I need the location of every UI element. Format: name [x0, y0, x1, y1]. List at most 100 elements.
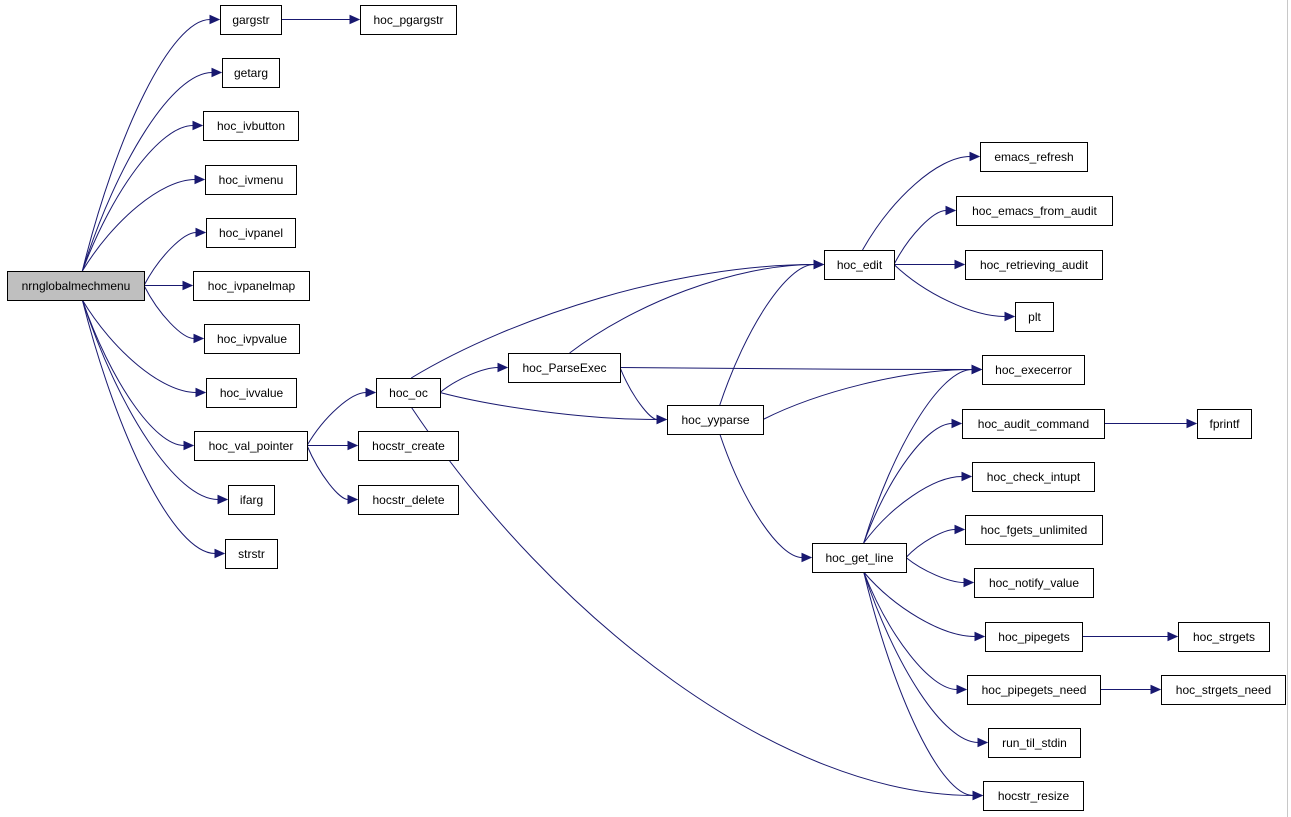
edge-arrowhead — [971, 364, 983, 375]
edge-hoc-yyparse-to-hoc-execerror — [762, 369, 973, 420]
node-fprintf[interactable]: fprintf — [1197, 409, 1252, 439]
node-hoc-val-pointer[interactable]: hoc_val_pointer — [194, 431, 308, 461]
node-box — [983, 781, 1084, 811]
edge-arrowhead — [954, 524, 966, 535]
node-hoc-ivpvalue[interactable]: hoc_ivpvalue — [204, 324, 300, 354]
node-hoc-ivvalue[interactable]: hoc_ivvalue — [206, 378, 297, 408]
edge-arrowhead — [969, 151, 981, 162]
node-label: hoc_pipegets_need — [982, 683, 1087, 697]
node-hoc-notify-value[interactable]: hoc_notify_value — [974, 568, 1094, 598]
node-box — [206, 218, 296, 248]
node-hoc-get-line[interactable]: hoc_get_line — [812, 543, 907, 573]
node-label: hoc_yyparse — [681, 413, 749, 427]
edge-arrowhead — [1004, 311, 1016, 322]
edge-arrowhead — [961, 471, 973, 482]
edge-arrowhead — [365, 387, 377, 398]
edge-hoc-get-line-to-hocstr-resize — [863, 571, 974, 796]
edge-hoc-get-line-to-hoc-pipegets-need — [863, 571, 958, 690]
node-label: hoc_audit_command — [978, 417, 1089, 431]
node-label: fprintf — [1209, 417, 1240, 431]
node-plt[interactable]: plt — [1015, 302, 1054, 332]
node-nrnglobalmechmenu[interactable]: nrnglobalmechmenu — [7, 271, 145, 301]
node-hoc-retrieving-audit[interactable]: hoc_retrieving_audit — [965, 250, 1103, 280]
node-getarg[interactable]: getarg — [222, 58, 280, 88]
edge-hoc-yyparse-to-hoc-edit — [719, 264, 815, 406]
node-box — [982, 355, 1085, 385]
node-box — [1015, 302, 1054, 332]
node-hocstr-delete[interactable]: hocstr_delete — [358, 485, 459, 515]
node-box — [508, 353, 621, 383]
node-box — [225, 539, 278, 569]
node-hoc-oc[interactable]: hoc_oc — [376, 378, 441, 408]
edge-arrowhead — [963, 577, 975, 588]
edge-hoc-get-line-to-hoc-pipegets — [863, 571, 976, 637]
node-hoc-emacs-from-audit[interactable]: hoc_emacs_from_audit — [956, 196, 1113, 226]
node-box — [667, 405, 764, 435]
node-hoc-check-intupt[interactable]: hoc_check_intupt — [972, 462, 1095, 492]
node-box — [988, 728, 1081, 758]
node-hoc-pipegets-need[interactable]: hoc_pipegets_need — [967, 675, 1101, 705]
node-box — [205, 165, 297, 195]
node-hoc-ivbutton[interactable]: hoc_ivbutton — [203, 111, 299, 141]
edge-arrowhead — [217, 494, 229, 505]
edge-hoc-parseexec-to-hoc-yyparse — [619, 367, 658, 420]
node-box — [980, 142, 1088, 172]
edge-hoc-get-line-to-run-til-stdin — [863, 571, 979, 743]
node-hoc-ivpanel[interactable]: hoc_ivpanel — [206, 218, 296, 248]
edge-arrowhead — [956, 684, 968, 695]
edge-arrowhead — [951, 418, 963, 429]
node-label: hoc_val_pointer — [209, 439, 294, 453]
node-hocstr-resize[interactable]: hocstr_resize — [983, 781, 1084, 811]
edge-nrnglobalmechmenu-to-ifarg — [81, 299, 219, 500]
node-gargstr[interactable]: gargstr — [220, 5, 282, 35]
edge-nrnglobalmechmenu-to-hoc-val-pointer — [81, 299, 185, 446]
node-label: hoc_get_line — [825, 551, 893, 565]
node-box — [358, 485, 459, 515]
node-hoc-strgets-need[interactable]: hoc_strgets_need — [1161, 675, 1286, 705]
node-hocstr-create[interactable]: hocstr_create — [358, 431, 459, 461]
edge-hoc-parseexec-to-hoc-execerror — [619, 367, 973, 370]
node-label: hoc_oc — [389, 386, 428, 400]
node-label: hoc_pgargstr — [373, 13, 443, 27]
node-hoc-pgargstr[interactable]: hoc_pgargstr — [360, 5, 457, 35]
edge-arrowhead — [1167, 631, 1179, 642]
node-hoc-pipegets[interactable]: hoc_pipegets — [985, 622, 1083, 652]
edge-nrnglobalmechmenu-to-gargstr — [81, 19, 211, 272]
edge-hoc-yyparse-to-hoc-get-line — [719, 433, 803, 558]
node-strstr[interactable]: strstr — [225, 539, 278, 569]
edge-arrowhead — [1150, 684, 1162, 695]
node-label: hoc_execerror — [995, 363, 1072, 377]
node-hoc-edit[interactable]: hoc_edit — [824, 250, 895, 280]
node-ifarg[interactable]: ifarg — [228, 485, 275, 515]
node-label: hoc_strgets — [1193, 630, 1255, 644]
edge-nrnglobalmechmenu-to-hoc-ivvalue — [81, 299, 197, 393]
node-hoc-yyparse[interactable]: hoc_yyparse — [667, 405, 764, 435]
node-box — [220, 5, 282, 35]
node-label: hoc_ivpanelmap — [208, 279, 296, 293]
node-run-til-stdin[interactable]: run_til_stdin — [988, 728, 1081, 758]
node-box — [812, 543, 907, 573]
edge-arrowhead — [972, 790, 984, 801]
edge-arrowhead — [977, 737, 989, 748]
node-label: hocstr_resize — [998, 789, 1070, 803]
edge-arrowhead — [195, 227, 207, 238]
node-box — [222, 58, 280, 88]
node-hoc-audit-command[interactable]: hoc_audit_command — [962, 409, 1105, 439]
node-hoc-ivpanelmap[interactable]: hoc_ivpanelmap — [193, 271, 310, 301]
node-label: emacs_refresh — [994, 150, 1073, 164]
node-hoc-fgets-unlimited[interactable]: hoc_fgets_unlimited — [965, 515, 1103, 545]
node-label: hoc_retrieving_audit — [980, 258, 1089, 272]
node-label: hoc_ivpanel — [219, 226, 283, 240]
edge-arrowhead — [656, 414, 668, 425]
edge-nrnglobalmechmenu-to-strstr — [81, 299, 216, 554]
node-hoc-strgets[interactable]: hoc_strgets — [1178, 622, 1270, 652]
edge-hoc-get-line-to-hoc-audit-command — [863, 423, 953, 544]
edge-nrnglobalmechmenu-to-getarg — [81, 72, 213, 272]
node-emacs-refresh[interactable]: emacs_refresh — [980, 142, 1088, 172]
node-box — [824, 250, 895, 280]
node-box — [358, 431, 459, 461]
node-hoc-parseexec[interactable]: hoc_ParseExec — [508, 353, 621, 383]
node-hoc-ivmenu[interactable]: hoc_ivmenu — [205, 165, 297, 195]
node-hoc-execerror[interactable]: hoc_execerror — [982, 355, 1085, 385]
